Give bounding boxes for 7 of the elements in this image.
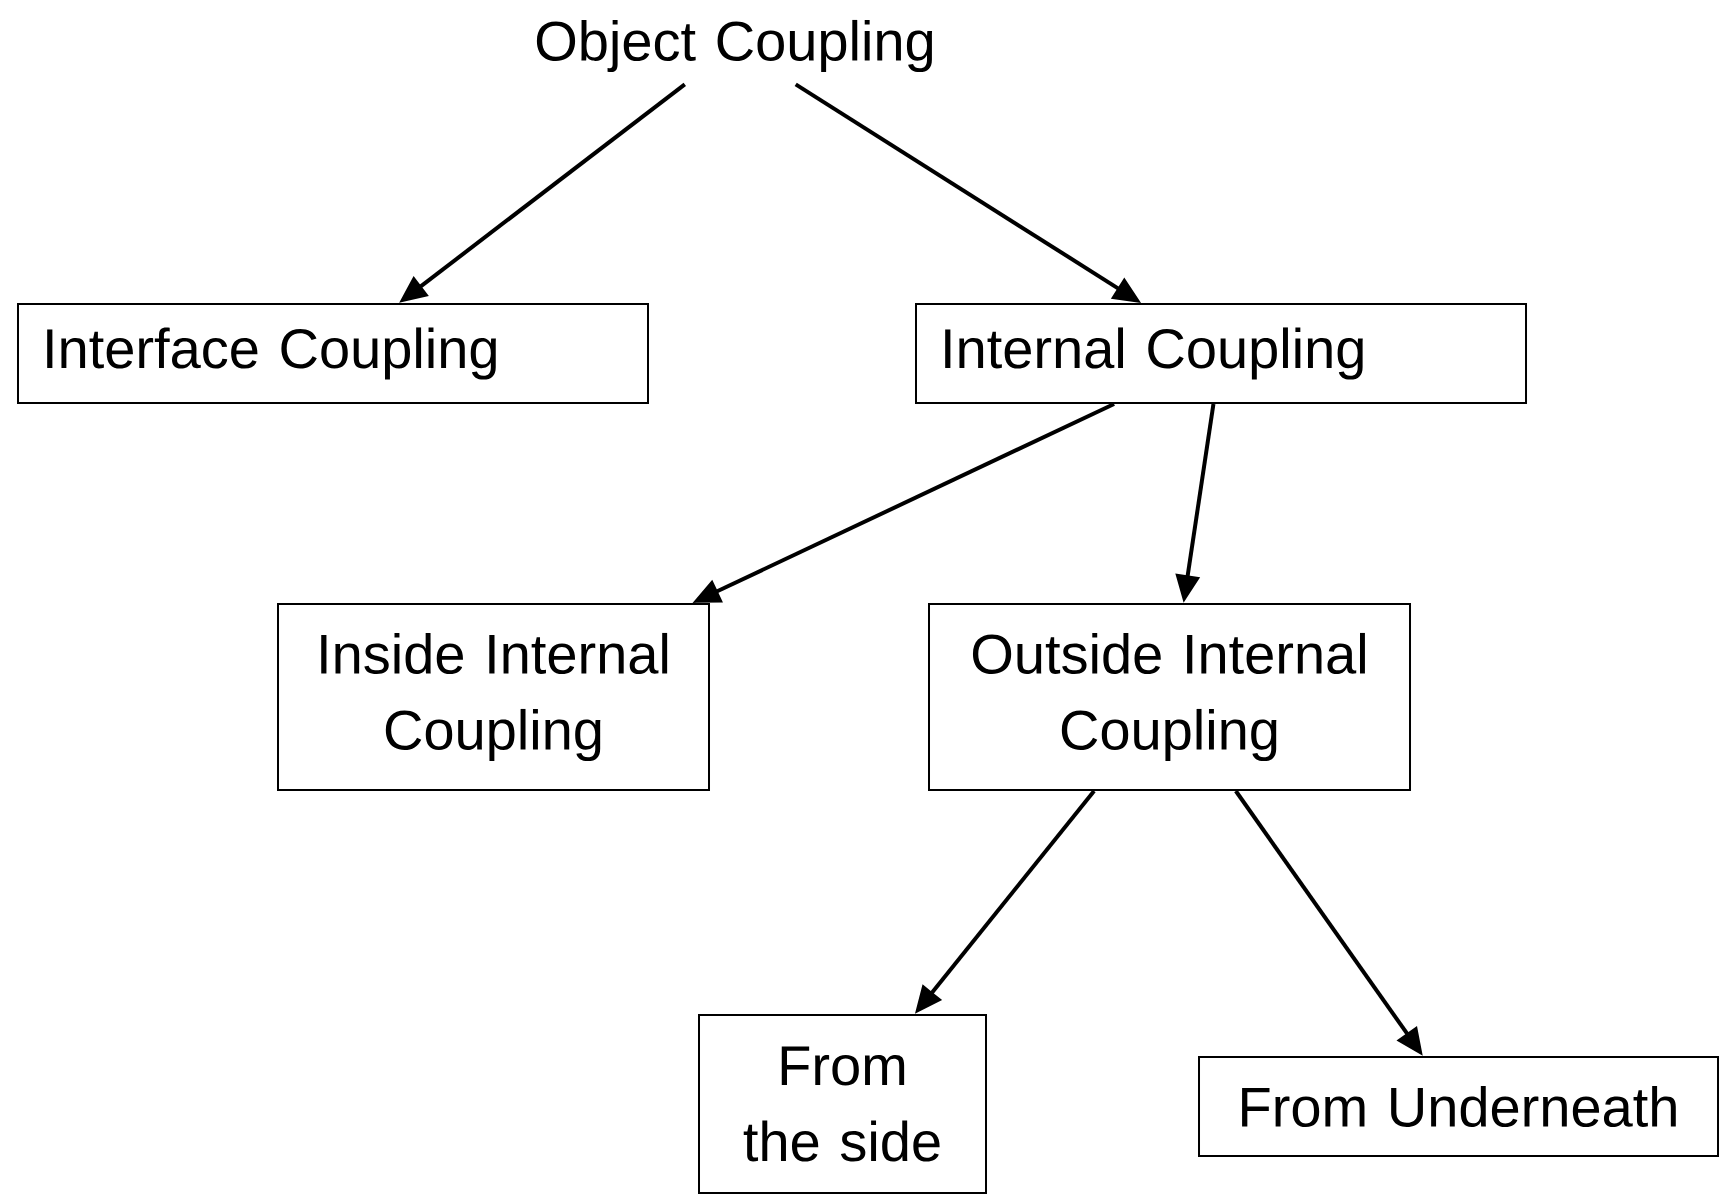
process-box: Outside Internal Coupling — [928, 603, 1411, 791]
root-label: Object Coupling — [536, 19, 933, 73]
process-box: From Underneath — [1198, 1056, 1719, 1157]
process-box: From the side — [698, 1014, 987, 1194]
process-box: Interface Coupling — [17, 303, 649, 404]
process-box: Inside Internal Coupling — [277, 603, 710, 791]
process-box: Internal Coupling — [915, 303, 1527, 404]
